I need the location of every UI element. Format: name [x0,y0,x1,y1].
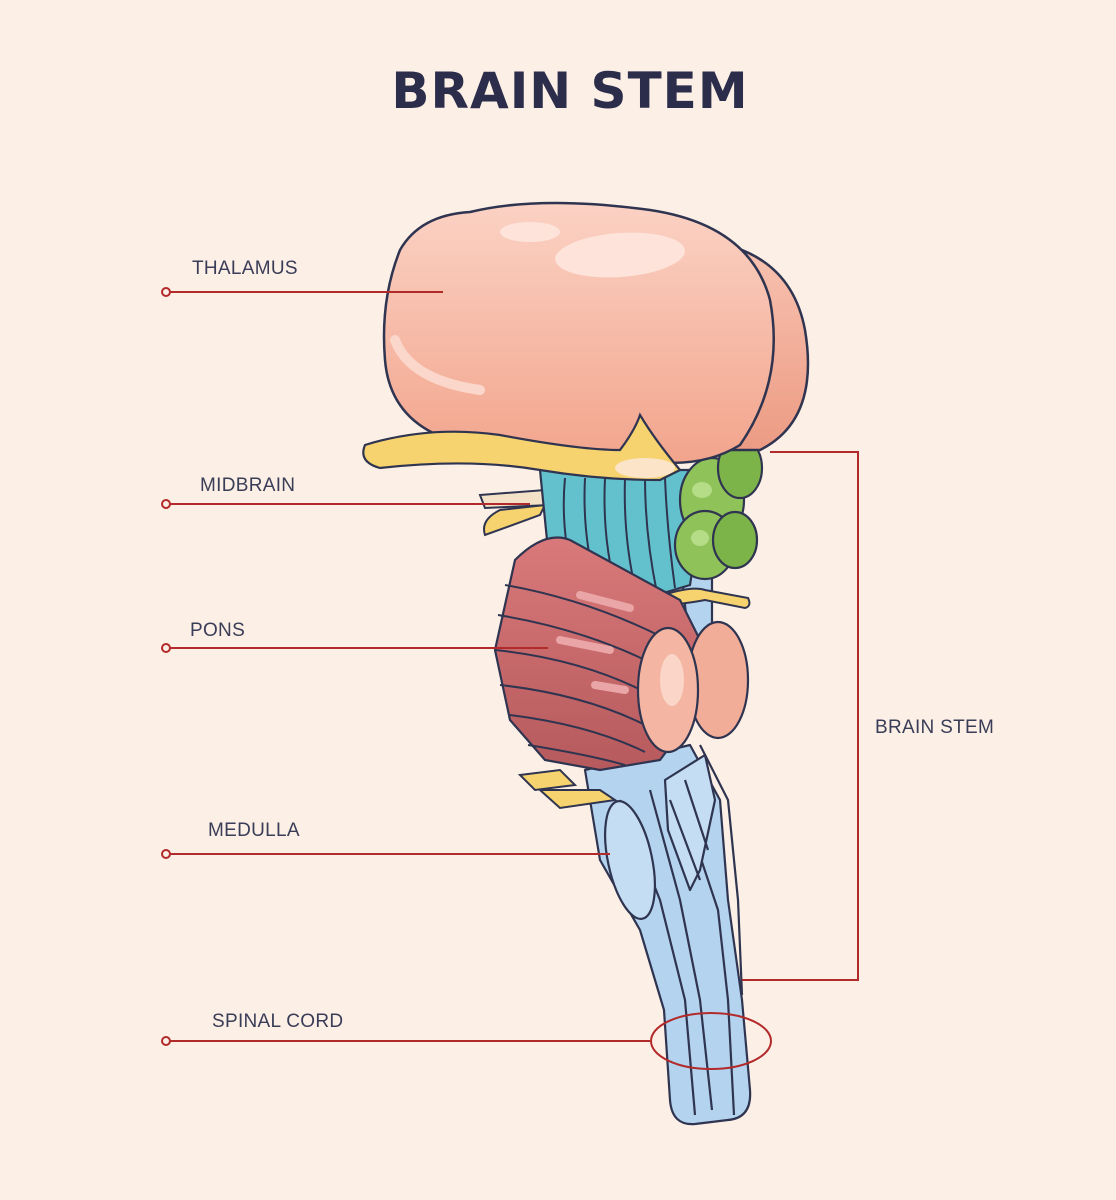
medulla-spinal-cord [583,558,752,1126]
pons-shape [493,536,750,772]
optic-tract [362,412,682,482]
thalamus-shape [382,201,810,465]
leader-lines [161,287,859,1070]
brain-stem-bracket [742,451,859,981]
green-bodies [673,436,764,581]
label-pons: PONS [190,620,246,641]
label-thalamus: THALAMUS [192,258,298,279]
page-title: BRAIN STEM [391,62,749,120]
label-medulla: MEDULLA [208,820,300,841]
label-brain-stem: BRAIN STEM [875,717,995,738]
spinal-cord-circle [650,1012,772,1070]
label-spinal-cord: SPINAL CORD [212,1011,344,1032]
label-midbrain: MIDBRAIN [200,475,296,496]
